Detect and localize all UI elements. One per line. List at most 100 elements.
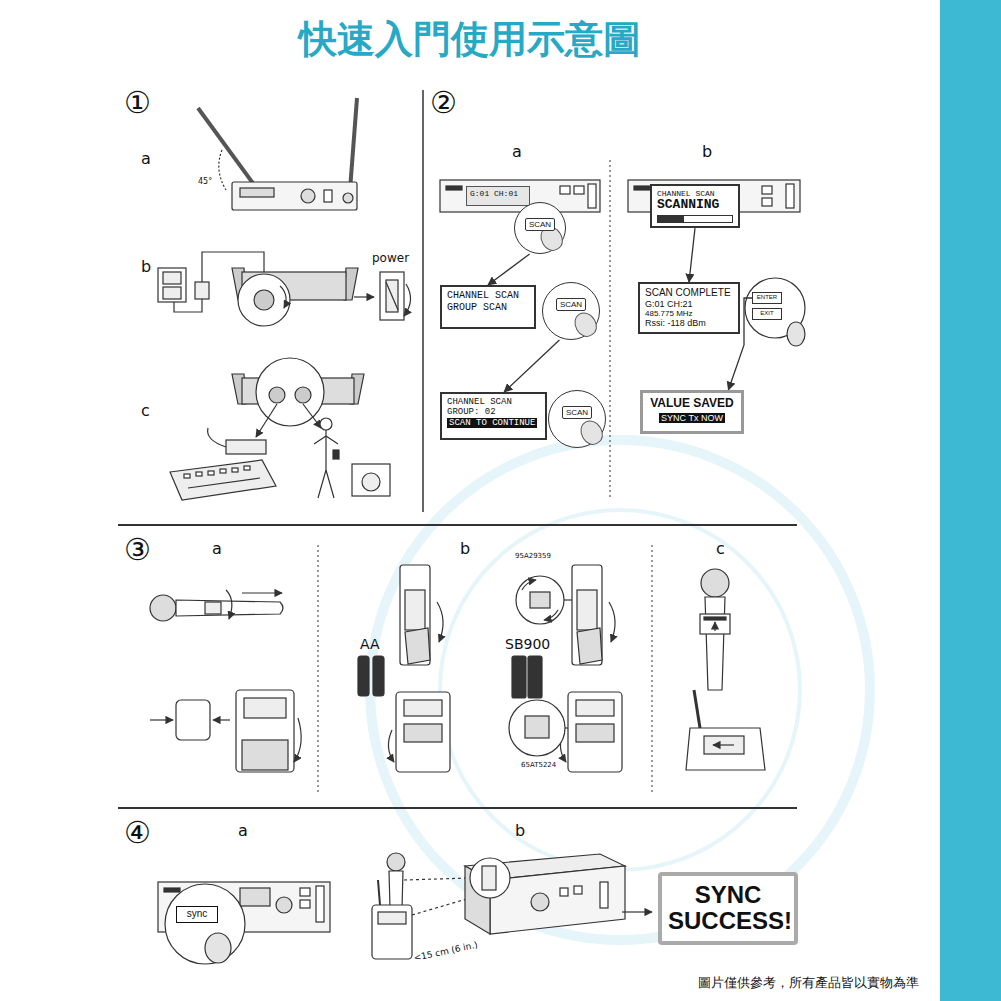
- power-connection: [158, 252, 411, 326]
- battery-install: [576, 724, 614, 742]
- step-letter: b: [141, 258, 151, 276]
- lcd-screen: CHANNEL SCANGROUP: 02SCAN TO CONTINUE: [440, 392, 547, 440]
- flow-arrow: [689, 228, 695, 282]
- lcd-screen: CHANNEL SCANSCANNING: [650, 184, 740, 228]
- node-text: 485.775 MHz: [645, 309, 693, 318]
- watermark: [370, 440, 870, 940]
- receiver-front: [240, 188, 274, 197]
- watermark: [440, 510, 800, 870]
- step-number: ④: [124, 816, 151, 849]
- power-connection: [238, 274, 290, 326]
- receiver-front: [350, 98, 357, 190]
- battery-install: [565, 727, 568, 728]
- battery-install: [373, 656, 384, 696]
- handheld-mic: [213, 719, 230, 720]
- node-text: Rssi: -118 dBm: [645, 318, 706, 328]
- node-text: GROUP: 02: [447, 407, 496, 417]
- step-letter: c: [716, 540, 725, 558]
- audio-connection: [208, 428, 226, 447]
- sync-transmitters: [378, 912, 406, 924]
- receiver-front: [198, 98, 357, 210]
- sync-transmitters: [574, 886, 582, 894]
- node-text: ENTER: [757, 294, 777, 301]
- sync-transmitters: [372, 853, 652, 959]
- handheld-mic: [205, 602, 221, 614]
- node-text: SCAN: [525, 218, 555, 231]
- receiver-front: [219, 150, 226, 190]
- sync-receiver: [205, 933, 231, 963]
- audio-connection: [232, 468, 238, 472]
- progress-bar: [657, 215, 733, 223]
- battery-install: [576, 700, 614, 716]
- power-on: [713, 744, 734, 745]
- power-on: [704, 617, 726, 620]
- sync-receiver: [316, 886, 324, 922]
- power-on: [686, 569, 765, 770]
- side-bar: [940, 0, 1001, 1001]
- step-number: ③: [124, 533, 151, 566]
- handheld-mic: [176, 600, 283, 616]
- audio-connection: [303, 404, 321, 428]
- battery-install: [396, 692, 450, 772]
- receiver-panel: [787, 322, 805, 346]
- audio-connection: [244, 466, 250, 470]
- receiver-panel: [762, 198, 772, 206]
- battery-install: [405, 628, 430, 664]
- handheld-mic: [294, 718, 301, 762]
- node-text: CHANNEL SCAN: [657, 189, 715, 198]
- divider-line: [652, 545, 653, 795]
- flow-arrow: [488, 254, 530, 285]
- part-label: power: [372, 252, 409, 265]
- receiver-panel: [574, 186, 584, 194]
- battery-install: [358, 656, 369, 696]
- device-display: G:01 CH:01: [466, 186, 530, 206]
- divider-line: [118, 524, 797, 526]
- side-bar: [940, 0, 1001, 1001]
- audio-connection: [226, 440, 266, 454]
- battery-install: [528, 656, 542, 698]
- node-text: SCAN COMPLETE: [645, 287, 731, 299]
- audio-connection: [220, 469, 226, 473]
- audio-connection: [314, 430, 338, 498]
- part-number: 65AT5224: [521, 762, 556, 770]
- power-connection: [163, 272, 181, 284]
- node-text: VALUE SAVED: [650, 397, 734, 411]
- node-text: SCAN: [562, 406, 592, 419]
- battery-install: [437, 602, 443, 642]
- battery-install: [509, 700, 565, 756]
- sync-transmitters: [622, 911, 652, 912]
- battery-install: [522, 580, 536, 590]
- step-letter: c: [141, 402, 150, 420]
- receiver-panel: [446, 186, 462, 190]
- part-number: 95A29359: [515, 553, 551, 561]
- step-number: ②: [430, 86, 457, 119]
- receiver-panel: [634, 186, 650, 190]
- battery-install: [577, 590, 597, 630]
- handheld-mic: [150, 719, 173, 720]
- power-connection: [386, 280, 398, 312]
- node-text: SCAN TO CONTINUE: [447, 418, 537, 428]
- power-on: [701, 569, 729, 597]
- sync-transmitters: [482, 866, 496, 890]
- node-text: G:01 CH:21: [645, 299, 693, 309]
- sync-button: sync: [176, 906, 218, 923]
- battery-label: SB900: [505, 637, 550, 652]
- audio-connection: [295, 387, 311, 403]
- handheld-mic: [242, 740, 288, 770]
- node-text: EXIT: [760, 310, 773, 317]
- angle-label: 45°: [198, 178, 212, 187]
- panel-button: EXIT: [752, 308, 782, 320]
- power-connection: [280, 286, 286, 308]
- lcd-screen: CHANNEL SCANGROUP SCAN: [440, 285, 536, 329]
- power-connection: [174, 299, 202, 312]
- watermark: [370, 440, 870, 940]
- power-on: [714, 622, 715, 631]
- step-letter: a: [141, 150, 151, 168]
- power-connection: [254, 290, 274, 310]
- power-connection: [354, 296, 374, 297]
- power-connection: [195, 282, 209, 299]
- sync-receiver: [165, 884, 245, 964]
- battery-label: AA: [360, 637, 380, 652]
- audio-connection: [196, 472, 202, 476]
- node-text: SCAN: [556, 298, 586, 311]
